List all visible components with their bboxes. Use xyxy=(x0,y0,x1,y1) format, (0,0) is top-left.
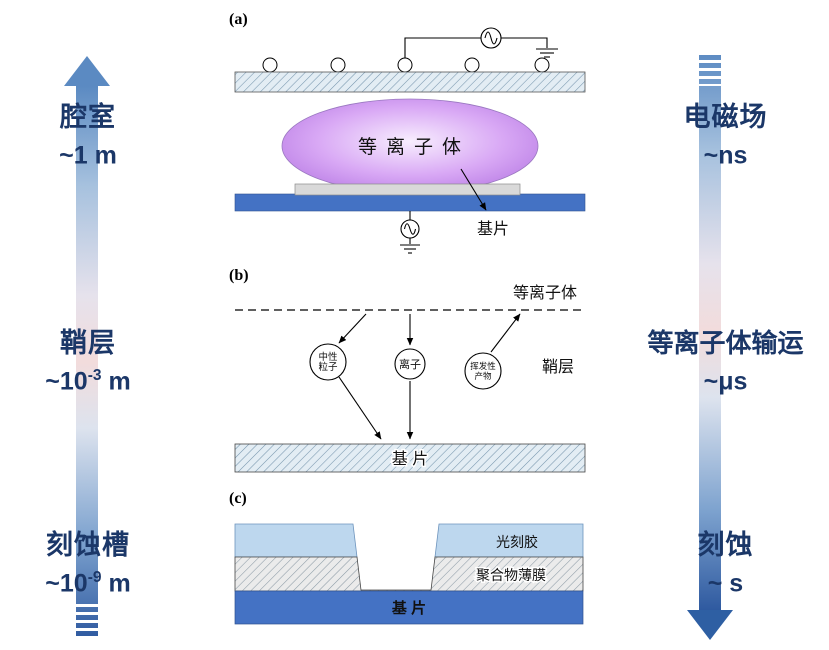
volatile-label-line1: 挥发性 xyxy=(470,361,496,371)
neutral-particle-circle xyxy=(309,343,347,381)
scale-em-field: 电磁场 ~ns xyxy=(622,100,829,171)
substrate-pointer-arrow xyxy=(460,168,487,211)
arrow-tail-stripes xyxy=(76,604,98,638)
scale-value: ~10-3 m xyxy=(45,367,131,396)
ac-sine-top-icon xyxy=(484,31,498,45)
substrate-bar xyxy=(234,443,586,473)
scale-value: ~ns xyxy=(703,141,748,170)
scale-etch-trench: 刻蚀槽 ~10-9 m xyxy=(0,528,176,599)
substrate-label-b: 基 片 xyxy=(392,450,428,468)
scale-label: 电磁场 xyxy=(683,102,768,132)
photoresist-label: 光刻胶 xyxy=(496,534,538,550)
scale-label: 腔室 xyxy=(60,102,116,132)
polymer-label: 聚合物薄膜 xyxy=(476,567,546,583)
scale-label: 鞘层 xyxy=(60,328,116,358)
ground-symbol-bottom-icon xyxy=(400,244,420,254)
scale-plasma-transport: 等离子体输运 ~μs xyxy=(622,326,829,397)
substrate-label-c: 基 片 xyxy=(391,599,426,617)
scale-label: 刻蚀 xyxy=(697,530,754,560)
substrate-label-a: 基片 xyxy=(477,220,509,238)
ion-label: 离子 xyxy=(399,357,421,371)
time-scale-arrow xyxy=(687,52,733,640)
arrow-tail-stripes xyxy=(699,52,721,86)
neutral-to-substrate-arrow xyxy=(338,376,382,440)
scale-value: ~ s xyxy=(707,569,744,598)
time-arrow-shaft xyxy=(699,52,721,610)
panel-b-tag: (b) xyxy=(229,267,249,284)
volatile-label-line2: 产物 xyxy=(474,371,492,381)
scale-value: ~1 m xyxy=(59,141,117,170)
neutral-flux-arrow xyxy=(338,313,367,344)
photoresist-left-block xyxy=(234,523,358,558)
plasma-label: 等离子体 xyxy=(358,136,470,158)
neutral-label-line1: 中性 xyxy=(318,351,338,363)
arrow-down-head-icon xyxy=(687,610,733,640)
substrate-layer xyxy=(234,590,584,625)
plasma-region-label: 等离子体 xyxy=(513,284,577,302)
scale-etching: 刻蚀 ~ s xyxy=(622,528,829,599)
panel-a-tag: (a) xyxy=(229,11,248,28)
scale-label: 刻蚀槽 xyxy=(46,530,130,560)
sheath-label: 鞘层 xyxy=(542,358,574,376)
ac-sine-bottom-icon xyxy=(403,223,417,235)
ground-symbol-top-icon xyxy=(536,48,558,58)
substrate-plate xyxy=(294,183,521,196)
electrode-knobs xyxy=(262,57,550,73)
ground-wire-top xyxy=(501,37,548,48)
bottom-electrode xyxy=(234,193,586,212)
length-scale-arrow xyxy=(64,56,110,638)
scale-value: ~μs xyxy=(703,367,748,396)
panel-a-reactor: (a) 等离子体 基片 xyxy=(229,11,586,254)
length-arrow-shaft xyxy=(76,86,98,638)
scale-value: ~10-9 m xyxy=(45,569,131,598)
top-electrode xyxy=(234,71,586,93)
panel-c-etch-profile: (c) 光刻胶 聚合物薄膜 基 片 xyxy=(229,490,584,625)
panel-b-sheath: (b) 等离子体 中性 粒子 离子 挥发性 产物 鞘层 基 片 xyxy=(229,267,586,473)
panel-c-tag: (c) xyxy=(229,490,247,507)
neutral-label-line2: 粒子 xyxy=(318,361,338,373)
volatile-escape-arrow xyxy=(490,313,521,353)
scale-chamber: 腔室 ~1 m xyxy=(0,100,176,171)
scale-label: 等离子体输运 xyxy=(647,328,804,358)
ion-circle xyxy=(394,348,426,380)
arrow-up-head-icon xyxy=(64,56,110,86)
scale-sheath: 鞘层 ~10-3 m xyxy=(0,326,176,397)
volatile-product-circle xyxy=(464,352,502,390)
